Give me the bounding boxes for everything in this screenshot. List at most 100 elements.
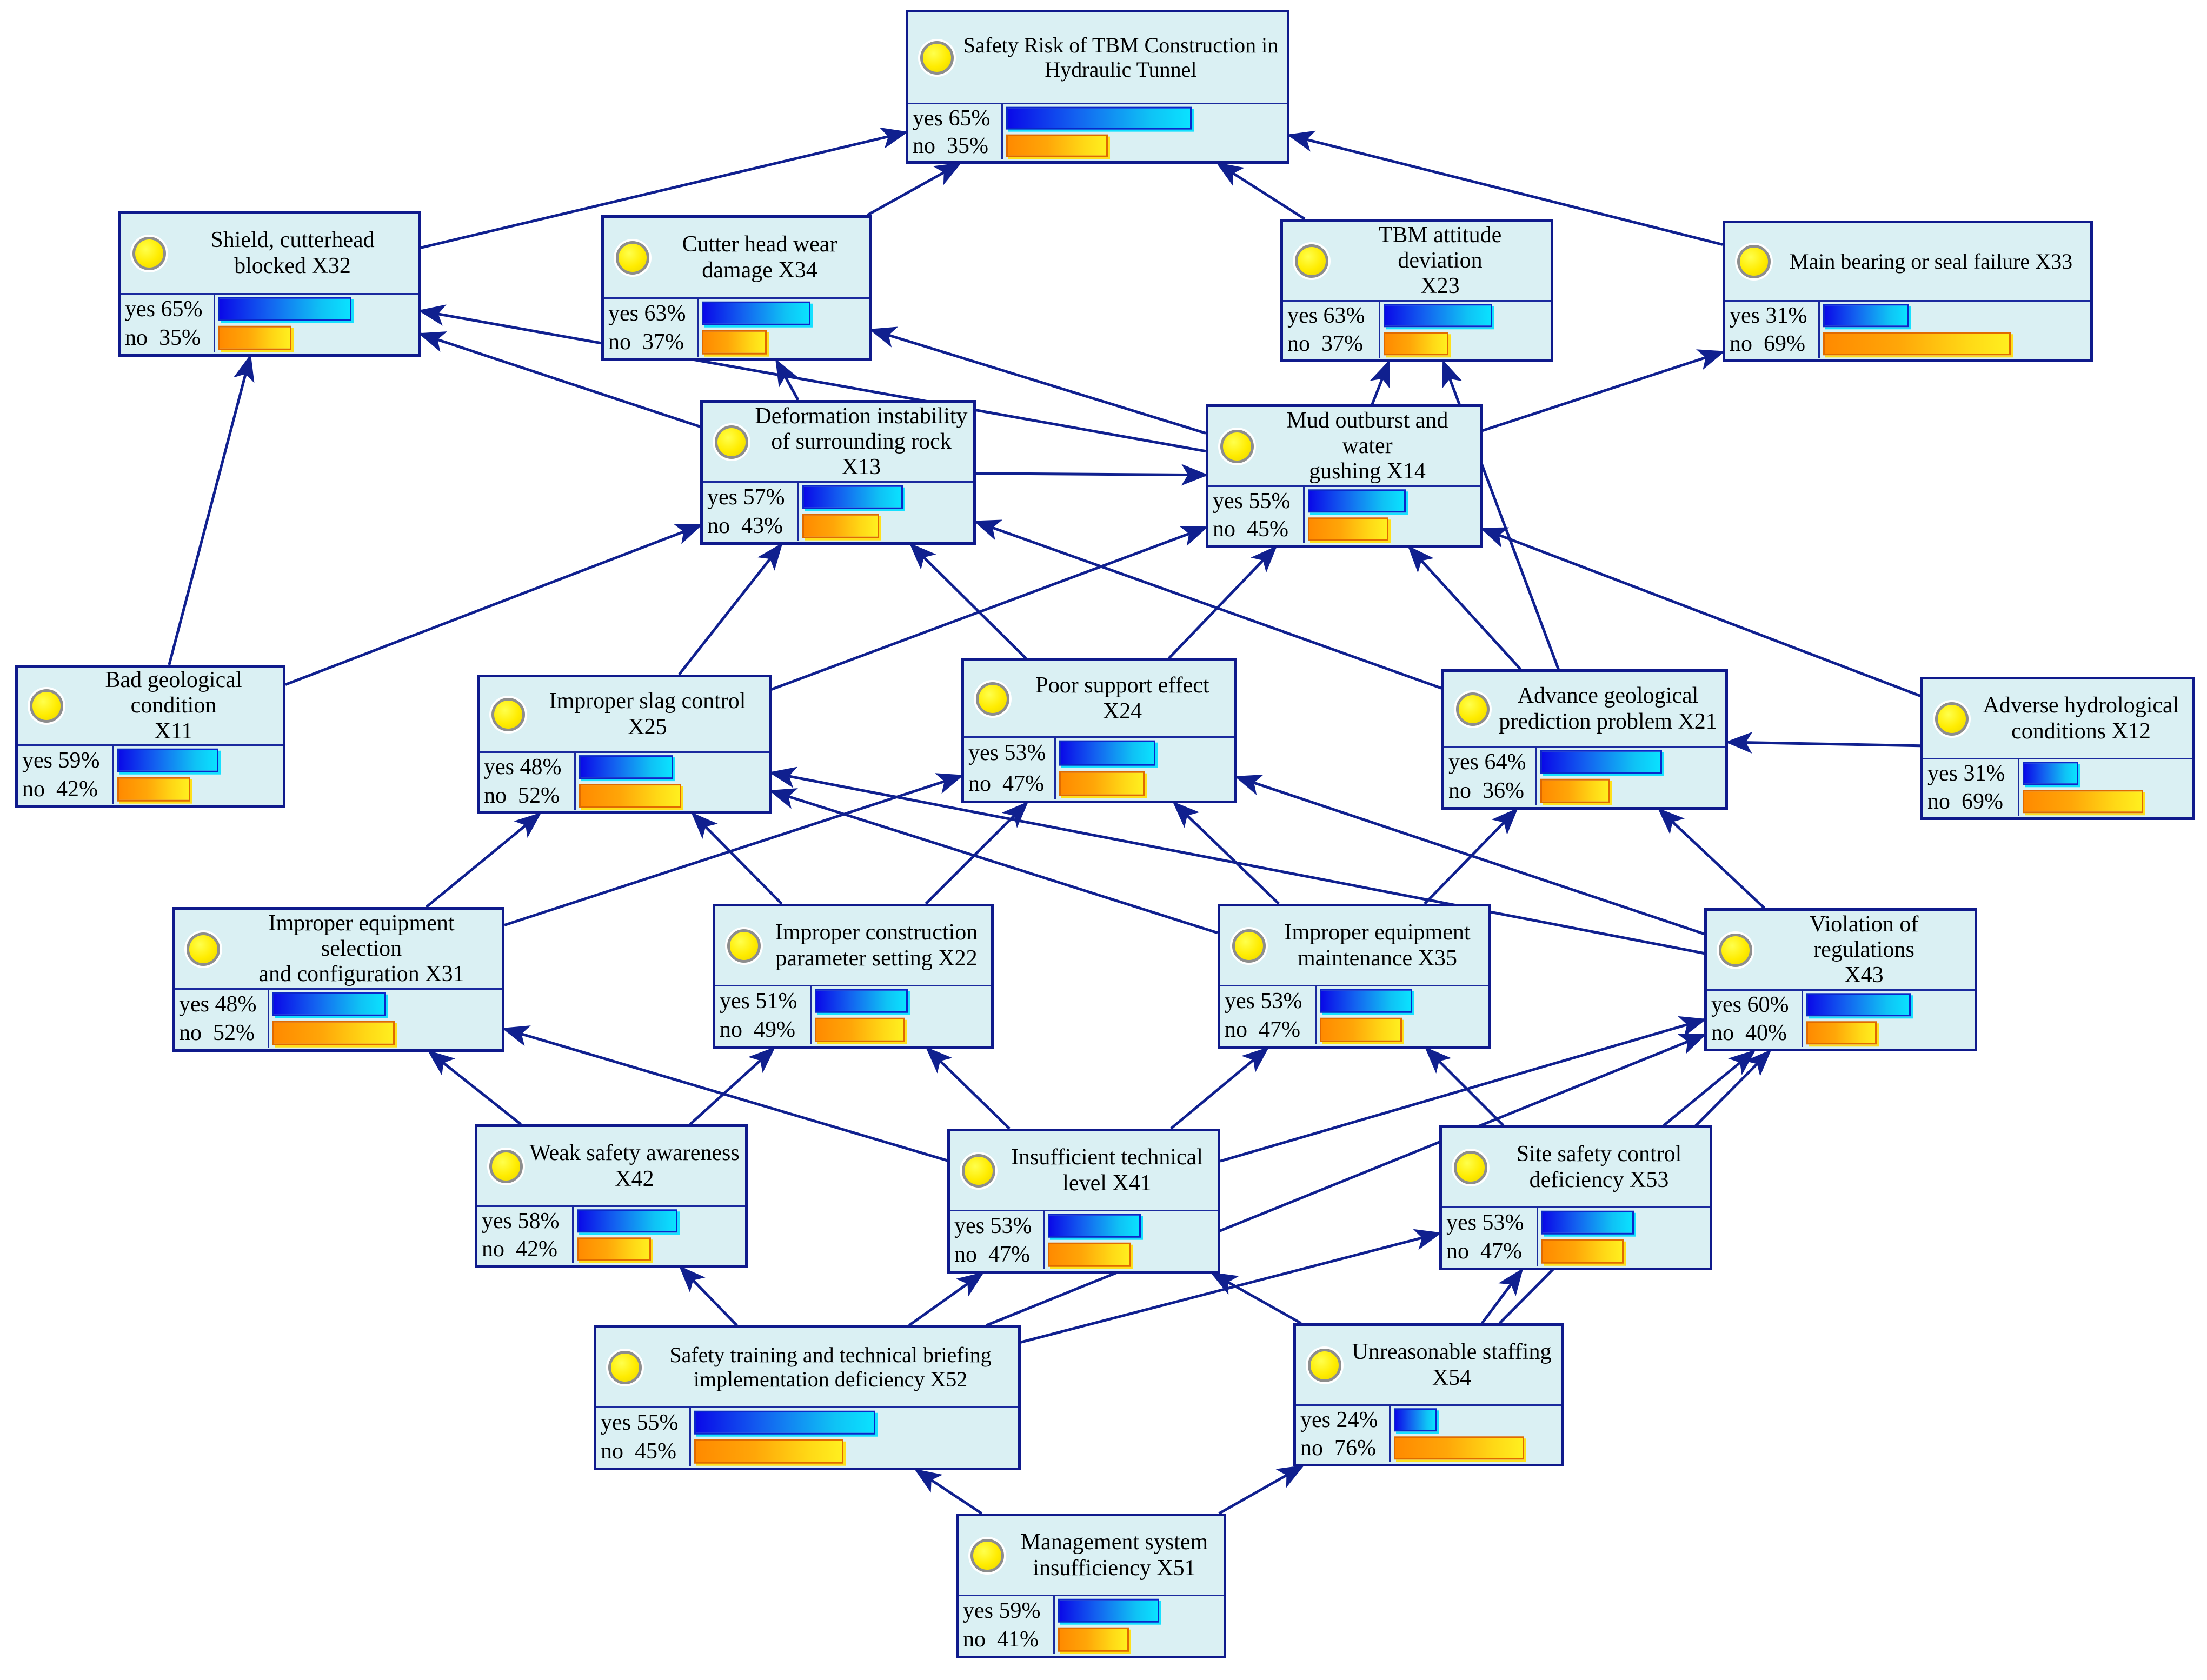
- distribution-row-yes: yes 59%: [18, 746, 283, 775]
- probability-bar-yes: [702, 301, 810, 326]
- node-header: Improper construction parameter setting …: [715, 906, 991, 986]
- edge-X24-to-X13: [909, 543, 1027, 659]
- bar-track-no: [1538, 1237, 1710, 1266]
- node-distribution: yes 60%no 40%: [1707, 991, 1975, 1047]
- bar-track-yes: [1055, 1596, 1224, 1625]
- node-title: TBM attitude deviation X23: [1378, 222, 1502, 299]
- distribution-row-yes: yes 24%: [1296, 1406, 1561, 1434]
- bn-node-X12[interactable]: Adverse hydrological conditions X12 yes 3…: [1920, 677, 2195, 820]
- probability-bar-yes: [577, 1209, 677, 1233]
- bar-track-no: [812, 1016, 991, 1045]
- distribution-row-no: no 43%: [703, 511, 973, 541]
- state-label-no: no 42%: [477, 1235, 574, 1263]
- node-header: Poor support effect X24: [964, 661, 1234, 738]
- bar-track-no: [799, 512, 973, 541]
- node-distribution: yes 31%no 69%: [1725, 302, 2090, 358]
- edge-X31-to-X25: [425, 812, 542, 908]
- edge-X22-to-X24: [925, 801, 1029, 905]
- bar-track-yes: [574, 1207, 745, 1235]
- node-state-bulb-icon: [616, 241, 649, 275]
- node-distribution: yes 58%no 42%: [477, 1207, 745, 1263]
- bn-node-X13[interactable]: Deformation instability of surrounding r…: [700, 400, 976, 545]
- distribution-row-yes: yes 48%: [480, 753, 769, 782]
- bar-track-yes: [799, 483, 973, 512]
- probability-bar-no: [577, 1237, 651, 1261]
- edge-X53-to-X35: [1424, 1046, 1505, 1126]
- probability-bar-yes: [1384, 304, 1492, 328]
- distribution-row-no: no 41%: [959, 1625, 1224, 1655]
- edge-X23-to-risk: [1215, 162, 1306, 221]
- distribution-row-no: no 35%: [908, 132, 1287, 159]
- node-header: Safety Risk of TBM Construction in Hydra…: [908, 12, 1287, 104]
- distribution-row-yes: yes 55%: [1208, 487, 1480, 515]
- bn-node-X52[interactable]: Safety training and technical briefing i…: [594, 1325, 1021, 1470]
- bar-track-yes: [1305, 487, 1480, 515]
- probability-bar-no: [1320, 1017, 1402, 1042]
- distribution-row-yes: yes 58%: [477, 1207, 745, 1235]
- node-state-bulb-icon: [30, 689, 63, 723]
- distribution-row-no: no 69%: [1923, 788, 2192, 816]
- distribution-row-yes: yes 31%: [1923, 759, 2192, 788]
- node-title: Adverse hydrological conditions X12: [1983, 693, 2179, 744]
- node-title: Bad geological condition X11: [105, 668, 242, 744]
- bar-track-no: [1803, 1019, 1975, 1047]
- state-label-yes: yes 59%: [18, 746, 114, 775]
- edge-X54-to-X53: [1481, 1268, 1524, 1324]
- distribution-row-yes: yes 63%: [1283, 302, 1551, 330]
- bar-track-no: [1055, 1625, 1224, 1655]
- node-title: Improper equipment selection and configu…: [258, 910, 464, 987]
- probability-bar-yes: [1394, 1408, 1437, 1432]
- distribution-row-yes: yes 59%: [959, 1596, 1224, 1625]
- distribution-row-yes: yes 65%: [908, 104, 1287, 132]
- distribution-row-no: no 49%: [715, 1015, 991, 1045]
- distribution-row-yes: yes 53%: [964, 738, 1234, 769]
- bar-track-yes: [691, 1408, 1018, 1437]
- distribution-row-no: no 37%: [604, 328, 869, 357]
- node-state-bulb-icon: [1737, 245, 1771, 278]
- bn-node-X34[interactable]: Cutter head wear damage X34 yes 63%no 37%: [601, 215, 872, 361]
- probability-bar-no: [1384, 332, 1448, 356]
- bn-node-root[interactable]: Safety Risk of TBM Construction in Hydra…: [906, 10, 1289, 164]
- node-distribution: yes 57%no 43%: [703, 483, 973, 541]
- probability-bar-no: [702, 330, 767, 355]
- node-title: Cutter head wear damage X34: [682, 232, 837, 283]
- state-label-yes: yes 31%: [1725, 302, 1820, 330]
- bn-node-X31[interactable]: Improper equipment selection and configu…: [172, 907, 504, 1052]
- node-header: Deformation instability of surrounding r…: [703, 403, 973, 483]
- bn-node-X21[interactable]: Advance geological prediction problem X2…: [1441, 669, 1728, 810]
- bar-track-yes: [1045, 1211, 1218, 1241]
- node-distribution: yes 63%no 37%: [604, 299, 869, 357]
- probability-bar-no: [1806, 1021, 1877, 1045]
- node-header: Adverse hydrological conditions X12: [1923, 679, 2192, 759]
- distribution-row-no: no 35%: [121, 323, 418, 352]
- probability-bar-no: [2023, 790, 2143, 814]
- node-title: Safety Risk of TBM Construction in Hydra…: [963, 32, 1279, 82]
- state-label-yes: yes 51%: [715, 986, 812, 1016]
- state-label-yes: yes 65%: [121, 295, 215, 324]
- distribution-row-yes: yes 53%: [1220, 986, 1488, 1016]
- probability-bar-yes: [1540, 750, 1662, 775]
- state-label-yes: yes 64%: [1444, 748, 1537, 777]
- state-label-yes: yes 31%: [1923, 759, 2019, 788]
- node-distribution: yes 53%no 47%: [964, 738, 1234, 799]
- probability-bar-yes: [815, 989, 908, 1014]
- node-header: Improper equipment maintenance X35: [1220, 906, 1488, 986]
- node-distribution: yes 55%no 45%: [1208, 487, 1480, 543]
- node-title: Mud outburst and water gushing X14: [1286, 408, 1448, 484]
- probability-bar-no: [1048, 1242, 1131, 1267]
- bn-node-X22[interactable]: Improper construction parameter setting …: [713, 904, 994, 1049]
